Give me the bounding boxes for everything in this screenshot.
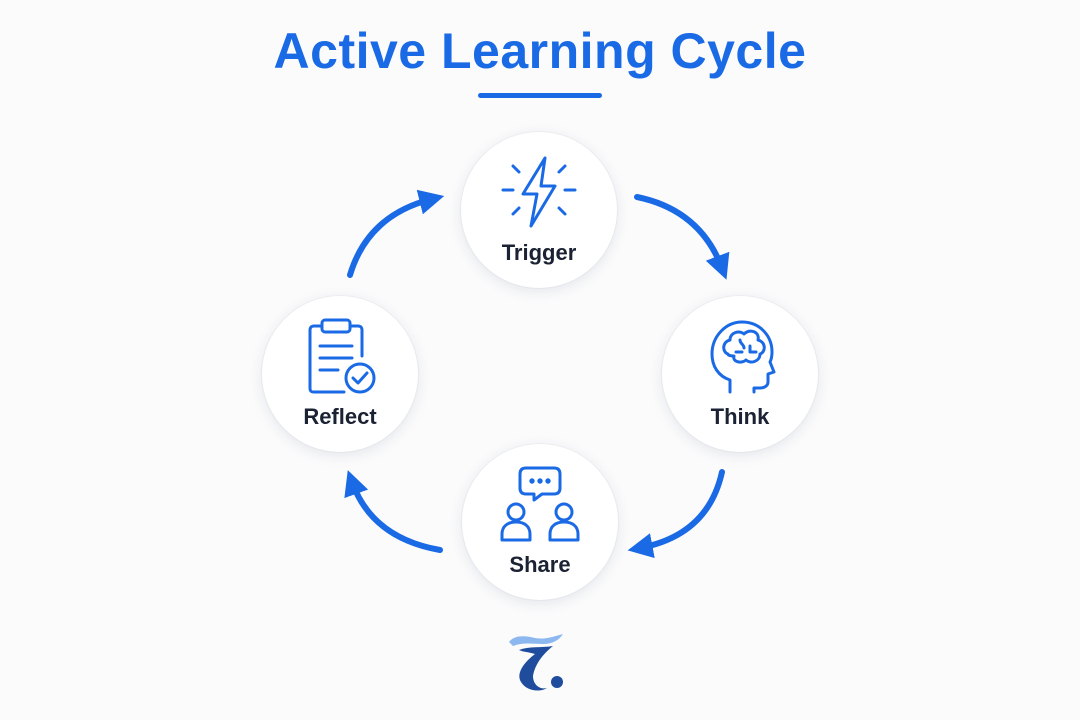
- node-think: Think: [662, 296, 818, 452]
- node-label-reflect: Reflect: [303, 404, 377, 429]
- people-chat-icon: [500, 466, 580, 542]
- node-share: Share: [462, 444, 618, 600]
- title-underline: [478, 93, 602, 98]
- page-title: Active Learning Cycle: [273, 23, 807, 79]
- node-label-trigger: Trigger: [501, 240, 577, 265]
- node-label-think: Think: [710, 404, 770, 429]
- arrow-reflect-to-trigger: [347, 189, 445, 278]
- node-label-share: Share: [509, 552, 571, 577]
- brain-head-icon: [710, 320, 776, 394]
- clipboard-check-icon: [308, 318, 376, 394]
- node-reflect: Reflect: [262, 296, 418, 452]
- arrow-think-to-share: [627, 469, 725, 559]
- node-trigger: Trigger: [461, 132, 617, 288]
- arrow-trigger-to-think: [634, 194, 730, 280]
- brand-logo-icon: [509, 634, 563, 691]
- arrow-share-to-reflect: [344, 470, 443, 553]
- lightning-bolt-icon: [501, 156, 577, 228]
